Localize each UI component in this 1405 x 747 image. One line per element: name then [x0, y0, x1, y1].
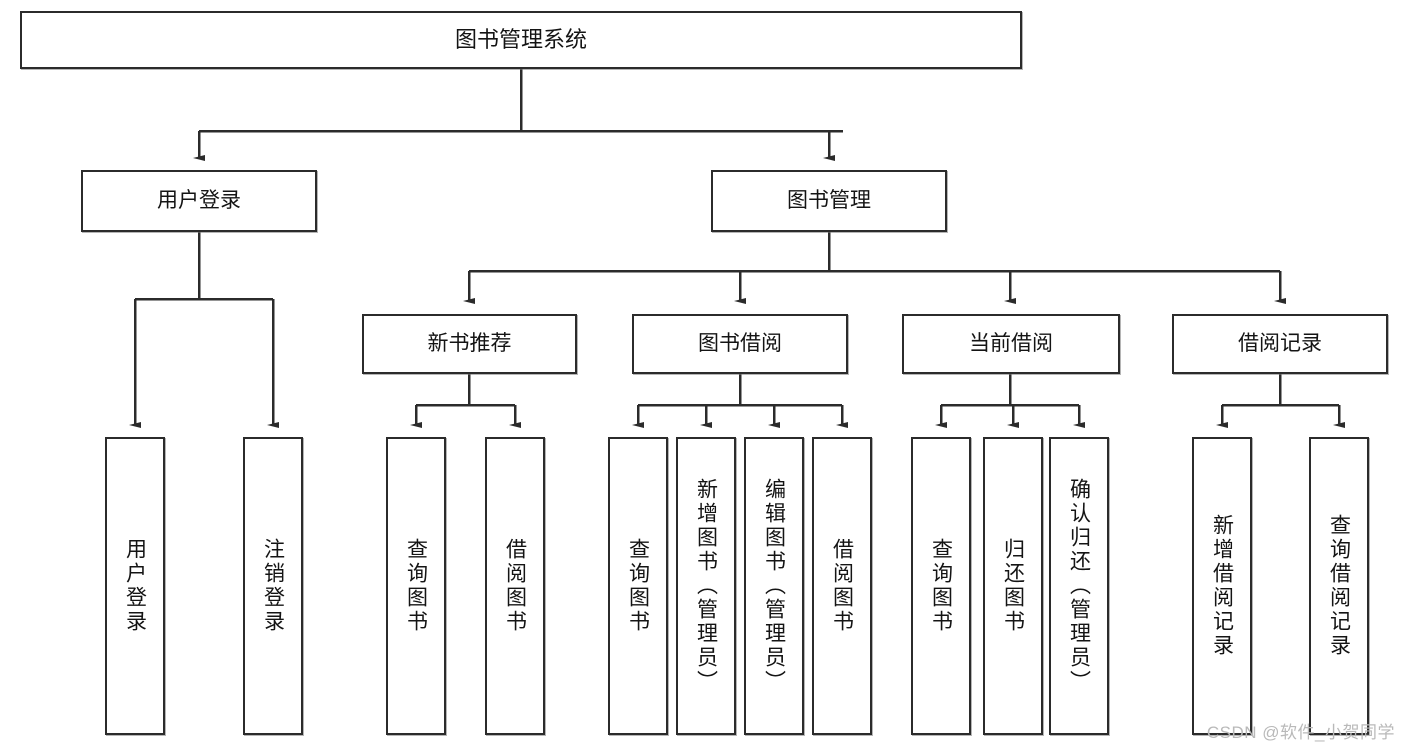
node-leaf-query-book-3-label: 查询图书: [929, 538, 953, 634]
node-leaf-add-book-label: 新增图书（管理员）: [694, 478, 718, 694]
node-book-borrow[interactable]: 图书借阅: [632, 314, 848, 374]
node-borrow-record[interactable]: 借阅记录: [1172, 314, 1388, 374]
node-leaf-borrow-book-2-label: 借阅图书: [830, 538, 854, 634]
node-user-login-label: 用户登录: [157, 188, 241, 212]
node-root-label: 图书管理系统: [454, 27, 587, 53]
node-leaf-add-book[interactable]: 新增图书（管理员）: [676, 437, 736, 735]
node-leaf-add-record-label: 新增借阅记录: [1210, 514, 1234, 658]
node-leaf-confirm-return-label: 确认归还（管理员）: [1067, 478, 1091, 694]
node-leaf-query-book-2-label: 查询图书: [626, 538, 650, 634]
node-leaf-return-book-label: 归还图书: [1001, 538, 1025, 634]
node-current-borrow-label: 当前借阅: [969, 331, 1053, 355]
node-book-manage[interactable]: 图书管理: [711, 170, 947, 232]
node-leaf-borrow-book-1-label: 借阅图书: [503, 538, 527, 634]
node-leaf-edit-book-label: 编辑图书（管理员）: [762, 478, 786, 694]
node-book-borrow-label: 图书借阅: [698, 331, 782, 355]
node-new-book-recommend-label: 新书推荐: [427, 331, 512, 355]
node-leaf-borrow-book-2[interactable]: 借阅图书: [812, 437, 872, 735]
node-leaf-user-login-label: 用户登录: [123, 538, 147, 634]
node-new-book-recommend[interactable]: 新书推荐: [362, 314, 577, 374]
watermark: CSDN @软件_小贺同学: [1206, 723, 1395, 742]
node-leaf-query-book-1[interactable]: 查询图书: [386, 437, 446, 735]
node-leaf-user-login[interactable]: 用户登录: [105, 437, 165, 735]
node-leaf-return-book[interactable]: 归还图书: [983, 437, 1043, 735]
node-root-system[interactable]: 图书管理系统: [20, 11, 1022, 69]
node-leaf-query-book-1-label: 查询图书: [404, 538, 428, 634]
node-borrow-record-label: 借阅记录: [1238, 331, 1322, 355]
node-leaf-query-record-label: 查询借阅记录: [1327, 514, 1351, 658]
node-leaf-confirm-return[interactable]: 确认归还（管理员）: [1049, 437, 1109, 735]
node-current-borrow[interactable]: 当前借阅: [902, 314, 1120, 374]
node-leaf-edit-book[interactable]: 编辑图书（管理员）: [744, 437, 804, 735]
node-user-login[interactable]: 用户登录: [81, 170, 317, 232]
node-leaf-borrow-book-1[interactable]: 借阅图书: [485, 437, 545, 735]
node-leaf-add-record[interactable]: 新增借阅记录: [1192, 437, 1252, 735]
node-leaf-logout[interactable]: 注销登录: [243, 437, 303, 735]
node-leaf-query-book-2[interactable]: 查询图书: [608, 437, 668, 735]
node-leaf-logout-label: 注销登录: [261, 538, 285, 634]
node-leaf-query-record[interactable]: 查询借阅记录: [1309, 437, 1369, 735]
node-leaf-query-book-3[interactable]: 查询图书: [911, 437, 971, 735]
node-book-manage-label: 图书管理: [787, 188, 871, 212]
